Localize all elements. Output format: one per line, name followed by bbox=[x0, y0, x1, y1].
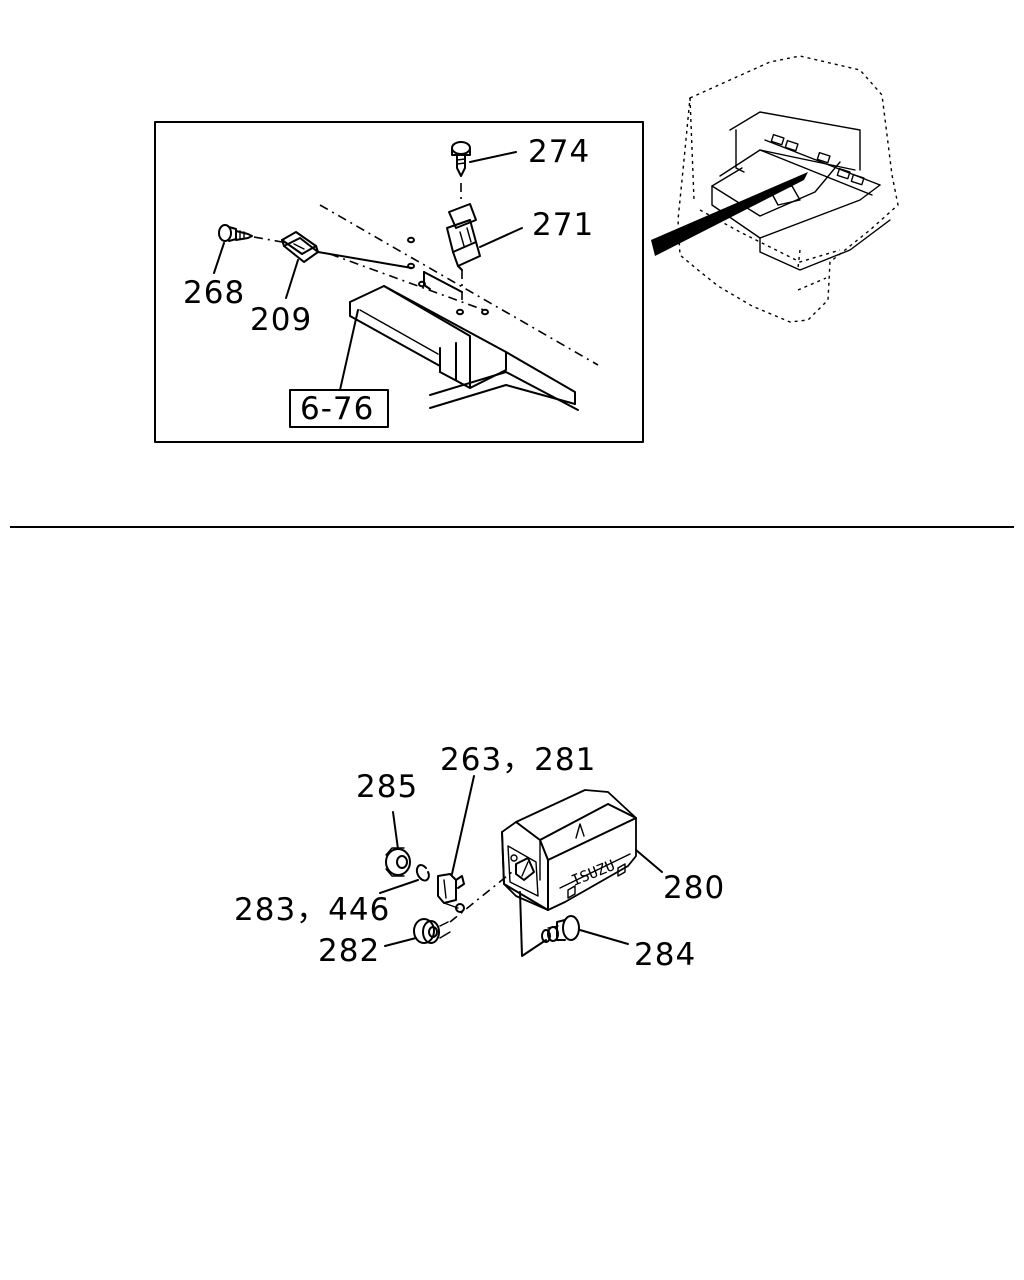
assembly-axis bbox=[449, 871, 513, 923]
leader-209 bbox=[285, 259, 299, 299]
callout-283-446: 283，446 bbox=[234, 892, 390, 928]
leader-283 bbox=[379, 879, 419, 894]
nut-285-icon bbox=[385, 847, 411, 877]
callout-ref-6-76: 6-76 bbox=[300, 391, 374, 427]
leader-274 bbox=[469, 151, 517, 163]
screw-268-icon bbox=[218, 224, 253, 242]
mount-hole bbox=[456, 308, 464, 316]
mount-hole bbox=[407, 236, 415, 244]
leader-ref bbox=[339, 309, 359, 391]
leader-284 bbox=[579, 929, 629, 945]
detail-frame bbox=[154, 121, 644, 443]
marker-lamp-280-icon: ISUZU bbox=[501, 789, 637, 911]
socket-284-icon bbox=[541, 915, 580, 943]
callout-280: 280 bbox=[663, 870, 725, 906]
washer-283-icon bbox=[415, 864, 430, 882]
leader-284-lamp bbox=[519, 891, 547, 957]
ref-box bbox=[289, 389, 389, 428]
leader-263 bbox=[451, 775, 475, 875]
leader-285 bbox=[392, 811, 399, 850]
lamp-housing-base bbox=[349, 285, 579, 411]
clip-271-icon bbox=[446, 203, 481, 271]
detail-pointer bbox=[651, 172, 808, 256]
clip-nut-209-icon bbox=[281, 231, 319, 263]
callout-282: 282 bbox=[318, 933, 380, 969]
roof-panel-line bbox=[319, 204, 599, 366]
leader-268 bbox=[213, 242, 225, 274]
callout-284: 284 bbox=[634, 937, 696, 973]
callout-263-281: 263，281 bbox=[440, 742, 596, 778]
top-detail-view: 274 271 268 209 6-76 bbox=[154, 121, 644, 443]
callout-274: 274 bbox=[528, 134, 590, 170]
bracket-263-icon bbox=[437, 873, 465, 913]
truck-cab-illustration bbox=[677, 55, 899, 323]
leader-271 bbox=[479, 227, 523, 248]
leader-280 bbox=[635, 849, 663, 873]
nut-282-icon bbox=[413, 918, 451, 944]
mount-hole bbox=[418, 280, 426, 288]
leader-282 bbox=[384, 937, 417, 947]
mount-hole bbox=[481, 308, 489, 316]
callout-285: 285 bbox=[356, 769, 418, 805]
bottom-exploded-view: ISUZU bbox=[234, 742, 725, 973]
callout-268: 268 bbox=[183, 275, 245, 311]
callout-271: 271 bbox=[532, 207, 594, 243]
callout-209: 209 bbox=[250, 302, 312, 338]
screw-274-icon bbox=[451, 141, 471, 177]
